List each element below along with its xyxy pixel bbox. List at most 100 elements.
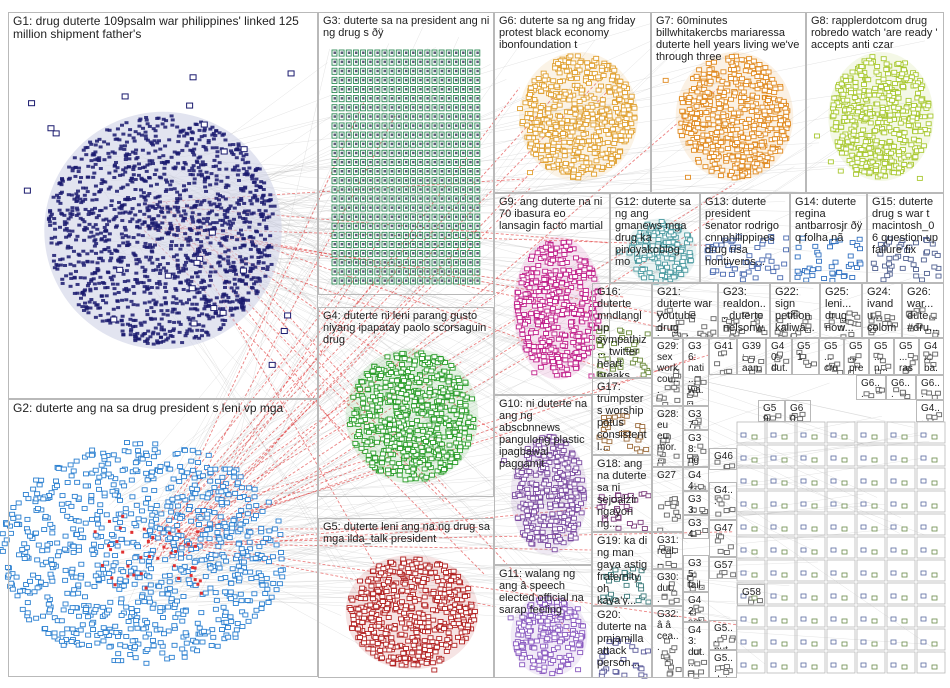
node — [75, 194, 80, 198]
node — [131, 236, 136, 240]
node — [74, 238, 79, 242]
edge — [199, 556, 384, 658]
node — [75, 291, 80, 295]
node — [145, 309, 150, 313]
node — [235, 294, 240, 298]
edge — [209, 154, 744, 515]
node — [195, 226, 200, 230]
node — [225, 210, 230, 214]
node — [137, 119, 142, 123]
node — [140, 265, 145, 269]
node — [235, 298, 240, 302]
node — [175, 258, 180, 262]
node — [150, 159, 155, 163]
edge — [179, 228, 822, 305]
node — [167, 320, 172, 324]
node — [153, 227, 158, 231]
node — [132, 139, 137, 143]
node — [170, 118, 175, 122]
node — [172, 187, 177, 191]
node — [259, 255, 264, 259]
node — [150, 162, 155, 166]
node — [230, 221, 235, 225]
edge — [203, 243, 351, 508]
node — [83, 207, 88, 211]
node — [187, 182, 192, 186]
node — [191, 254, 196, 258]
node — [125, 322, 130, 326]
edge — [139, 495, 478, 585]
edge — [174, 100, 917, 240]
node — [155, 339, 160, 343]
node — [260, 196, 265, 200]
node — [137, 166, 142, 170]
edge — [121, 166, 795, 497]
node — [162, 166, 167, 170]
node — [0, 548, 6, 554]
node — [261, 212, 266, 216]
node — [192, 252, 197, 256]
node — [82, 276, 87, 280]
node — [99, 188, 104, 192]
node — [195, 199, 200, 203]
node — [207, 317, 212, 321]
node — [112, 207, 117, 211]
node — [105, 286, 110, 290]
node — [88, 306, 93, 310]
edge — [123, 457, 742, 593]
node — [51, 195, 56, 199]
node — [214, 146, 219, 150]
node — [116, 290, 121, 294]
node — [165, 262, 170, 266]
node — [137, 226, 142, 230]
node — [236, 178, 241, 182]
node — [156, 214, 161, 218]
node — [93, 150, 98, 154]
node — [139, 194, 144, 198]
node — [145, 163, 150, 167]
node — [176, 228, 181, 232]
node — [105, 223, 110, 227]
edge — [182, 201, 786, 225]
node — [255, 197, 260, 201]
node — [213, 309, 218, 313]
node — [78, 276, 83, 280]
node — [152, 173, 157, 177]
node — [199, 163, 204, 167]
node — [119, 144, 124, 148]
node — [131, 251, 136, 255]
node — [107, 232, 112, 236]
node — [59, 183, 64, 187]
node — [210, 146, 215, 150]
node — [211, 131, 216, 135]
node — [252, 282, 257, 286]
node — [249, 174, 254, 178]
node — [108, 259, 113, 263]
edge-between-groups — [160, 115, 396, 556]
node — [169, 155, 174, 159]
node — [150, 245, 155, 249]
node — [231, 260, 236, 264]
edge — [168, 501, 870, 579]
node — [135, 331, 140, 335]
edge — [210, 48, 330, 565]
node — [181, 189, 186, 193]
node — [184, 131, 189, 135]
node — [172, 205, 177, 209]
node — [81, 148, 86, 152]
node — [144, 118, 149, 122]
node — [168, 207, 173, 211]
node — [182, 263, 187, 267]
node — [153, 149, 158, 153]
node — [189, 279, 194, 283]
node — [159, 209, 164, 213]
node — [131, 197, 136, 201]
node — [161, 154, 166, 158]
node — [208, 183, 213, 187]
node — [53, 235, 58, 239]
node — [151, 224, 156, 228]
node — [60, 179, 65, 183]
node — [210, 125, 215, 129]
node — [128, 220, 133, 224]
node — [162, 215, 167, 219]
